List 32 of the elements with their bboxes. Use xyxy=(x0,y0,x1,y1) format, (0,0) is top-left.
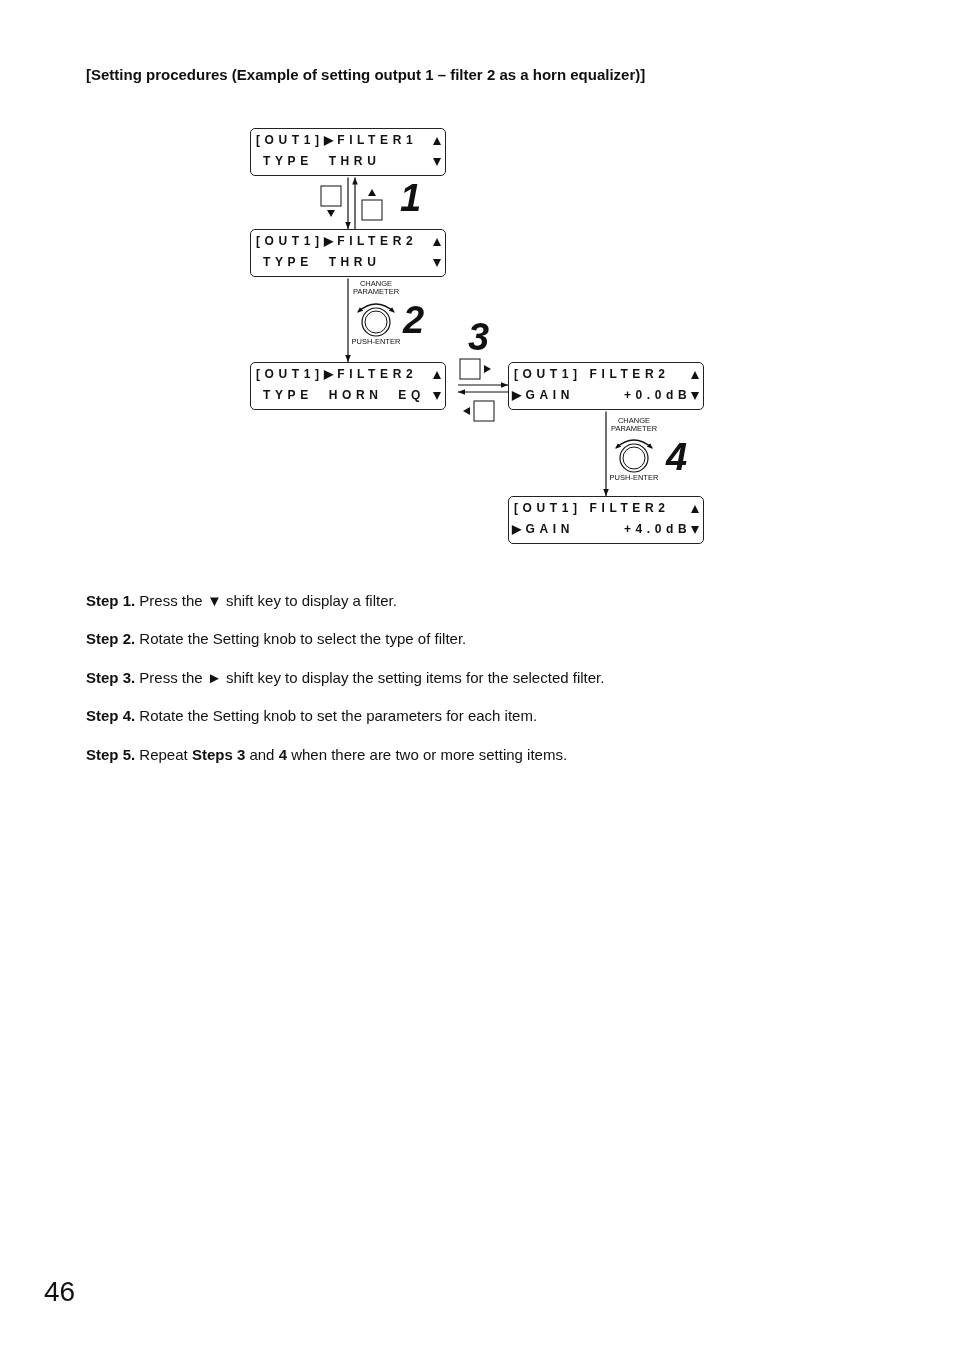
display-text: [OUT1]▶FILTER1 xyxy=(256,133,418,147)
display-text: TYPE THRU xyxy=(263,255,381,269)
step-instruction: Step 4. Rotate the Setting knob to set the parameters for each item. xyxy=(86,707,538,725)
step-number: 1 xyxy=(400,178,422,218)
step-instruction: Step 2. Rotate the Setting knob to select the type of filter. xyxy=(86,630,467,648)
step-instruction: Step 5. Repeat Steps 3 and 4 when there are two or more setting items. xyxy=(86,746,568,764)
display-text: TYPE THRU xyxy=(263,154,381,168)
display-text: TYPE HORN EQ xyxy=(263,388,425,402)
display-text: [OUT1] FILTER2 xyxy=(514,501,670,515)
display-text: ▶GAIN +0.0dB xyxy=(512,388,692,402)
arrow xyxy=(345,277,351,363)
display-text: [OUT1] FILTER2 xyxy=(514,367,670,381)
step-number: 4 xyxy=(666,437,688,477)
step-instruction: Step 1. Press the ▼ shift key to display a filter. xyxy=(86,592,397,610)
lcd-display xyxy=(250,362,446,410)
arrow xyxy=(352,176,358,230)
lcd-display xyxy=(508,496,704,544)
lcd-display xyxy=(250,128,446,176)
arrow xyxy=(457,382,509,388)
step-instruction: Step 3. Press the ► shift key to display the setting items for the selected filter. xyxy=(86,669,605,687)
lcd-display xyxy=(250,229,446,277)
display-text: [OUT1]▶FILTER2 xyxy=(256,367,418,381)
step-number: 2 xyxy=(403,300,425,340)
page-number: 46 xyxy=(44,1276,76,1308)
step-number: 3 xyxy=(468,317,490,357)
lcd-display xyxy=(508,362,704,410)
arrow xyxy=(457,389,509,395)
display-text: ▶GAIN +4.0dB xyxy=(512,522,692,536)
heading: [Setting procedures (Example of setting output 1 – filter 2 as a horn equalizer)] xyxy=(86,66,646,83)
display-text: [OUT1]▶FILTER2 xyxy=(256,234,418,248)
arrow xyxy=(603,410,609,497)
arrow xyxy=(345,176,351,230)
